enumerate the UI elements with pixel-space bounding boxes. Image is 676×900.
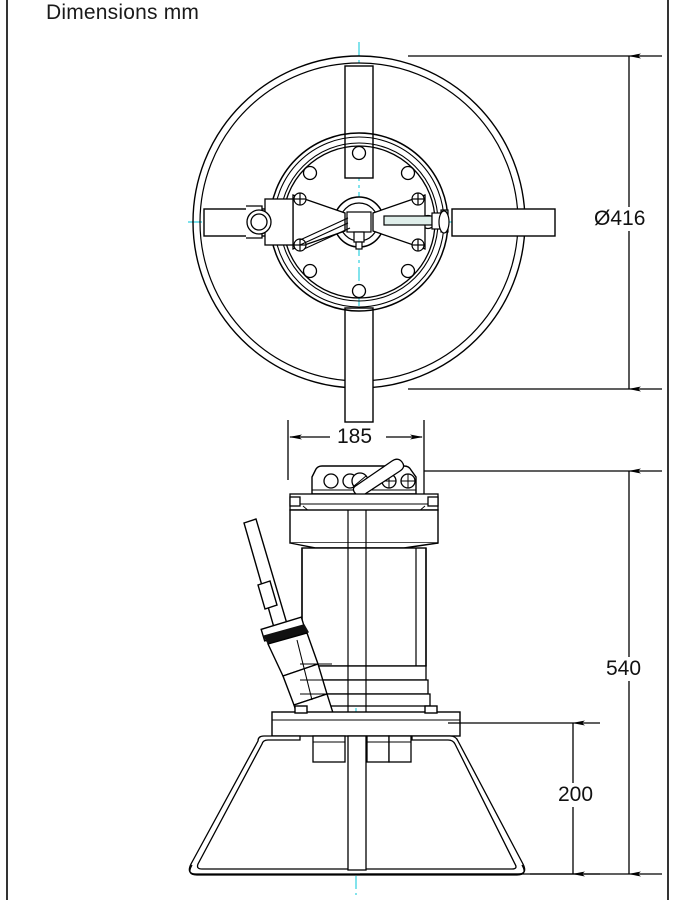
discharge-outlets <box>312 735 412 763</box>
top-view <box>188 42 556 423</box>
side-view <box>188 458 526 895</box>
page-title: Dimensions mm <box>46 1 200 24</box>
motor-center-rib <box>347 510 367 712</box>
motor-shoulder <box>289 509 439 549</box>
hub-pin <box>353 231 365 250</box>
flange-side-lug <box>438 210 450 234</box>
cable-gland-hose <box>243 518 335 725</box>
leg-top <box>344 65 374 179</box>
leg-bottom <box>344 307 374 423</box>
plate-bolt <box>400 473 416 489</box>
hose-diffuser-lines <box>300 663 336 695</box>
dimension-label-total-height: 540 <box>603 657 645 681</box>
base-lug-right <box>424 705 438 714</box>
dimension-label-base-height: 200 <box>555 783 597 807</box>
base-lug-left <box>294 705 308 714</box>
plate-hole <box>323 473 339 489</box>
lifting-handle <box>352 458 405 497</box>
radial-legs <box>203 65 556 423</box>
dimension-label-width: 185 <box>334 425 376 449</box>
central-linkage <box>299 217 351 250</box>
dimension-width-185 <box>287 420 425 494</box>
page-border <box>6 0 669 900</box>
dimension-label-diameter: Ø416 <box>591 207 649 231</box>
bolt-marker <box>293 192 307 206</box>
bolt-marker <box>411 238 425 252</box>
motor-top-flange <box>289 493 439 513</box>
left-clamp-block <box>246 198 294 246</box>
bolt-marker <box>411 192 425 206</box>
hub-bore <box>346 211 372 233</box>
motor-body <box>301 547 427 670</box>
center-stem <box>347 735 367 871</box>
leg-right <box>451 208 556 237</box>
conical-stand <box>188 735 526 876</box>
